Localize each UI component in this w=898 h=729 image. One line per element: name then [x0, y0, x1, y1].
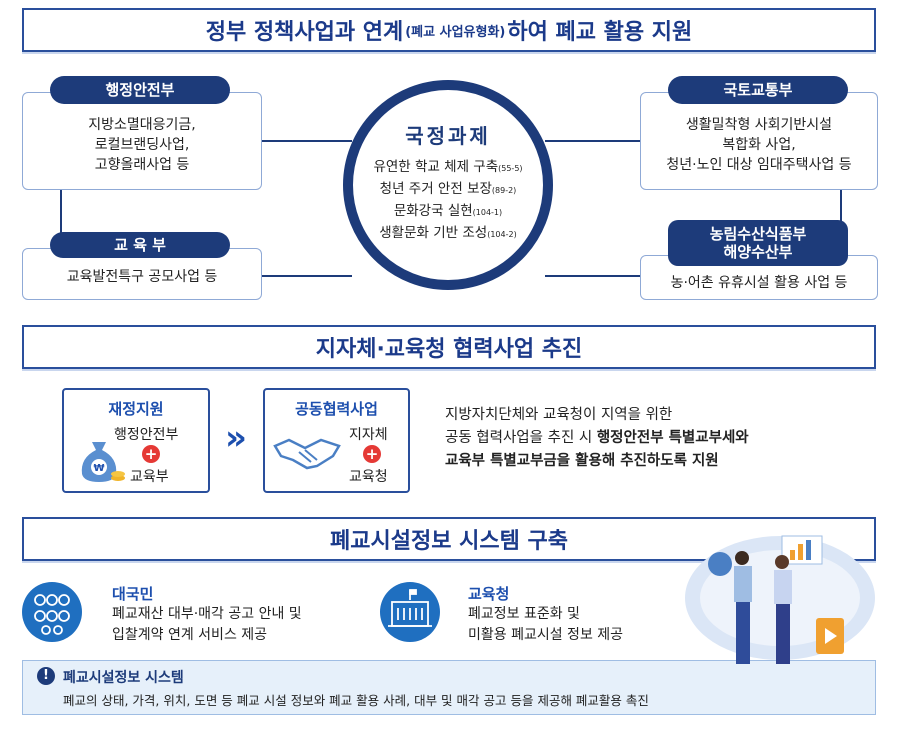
office-title: 교육청	[468, 585, 510, 603]
connector	[545, 140, 640, 142]
label-line: 농림수산식품부	[709, 225, 807, 243]
desc-bold: 행정안전부 특별교부세와	[596, 430, 749, 446]
national-tasks-circle: 국정과제 유연한 학교 체제 구축(55-5) 청년 주거 안전 보장(89-2…	[343, 80, 553, 290]
task-text: 유연한 학교 체제 구축	[373, 159, 499, 175]
task-item: 청년 주거 안전 보장(89-2)	[353, 179, 543, 201]
people-dashboard-illustration	[685, 535, 875, 664]
label-moe: 교 육 부	[50, 232, 230, 258]
chevron-right-icon: »	[225, 418, 247, 458]
connector	[262, 140, 352, 142]
money-bag-icon: ₩	[81, 442, 125, 482]
desc-line: 지방자치단체와 교육청이 지역을 위한	[445, 407, 673, 423]
task-item: 문화강국 실현(104-1)	[353, 201, 543, 223]
desc-text: 공동 협력사업을 추진 시	[445, 430, 597, 446]
title-small: (폐교 사업유형화)	[405, 24, 506, 40]
box-line: 청년·노인 대상 임대주택사업 등	[666, 157, 852, 173]
card-line-b: 교육부	[130, 469, 169, 485]
school-building-icon	[380, 582, 440, 642]
card-title: 공동협력사업	[295, 400, 378, 418]
task-code: (89-2)	[491, 186, 517, 195]
public-line: 폐교재산 대부·매각 공고 안내 및	[112, 606, 302, 622]
connector	[545, 275, 640, 277]
card-line-a: 지자체	[349, 427, 388, 443]
card-title: 재정지원	[108, 400, 164, 418]
handshake-icon	[273, 438, 341, 470]
national-tasks-title: 국정과제	[405, 124, 491, 148]
public-title: 대국민	[112, 585, 154, 603]
label-mois: 행정안전부	[50, 76, 230, 104]
system-note-box: ! 폐교시설정보 시스템 폐교의 상태, 가격, 위치, 도면 등 폐교 시설 …	[22, 660, 876, 715]
ministry-box-mois: 지방소멸대응기금, 로컬브랜딩사업, 고향올래사업 등	[22, 92, 262, 190]
connector	[262, 275, 352, 277]
public-line: 입찰계약 연계 서비스 제공	[112, 627, 268, 643]
note-title: 폐교시설정보 시스템	[63, 670, 184, 686]
desc-line: 교육부 특별교부금을 활용해 추진하도록 지원	[445, 453, 719, 469]
card-line-b: 교육청	[349, 469, 388, 485]
task-code: (55-5)	[498, 164, 523, 173]
card-line-a: 행정안전부	[114, 427, 179, 443]
label-molit: 국토교통부	[668, 76, 848, 104]
box-line: 지방소멸대응기금,	[88, 117, 196, 133]
box-line: 농·어촌 유휴시설 활용 사업 등	[670, 274, 848, 291]
desc-line: 공동 협력사업을 추진 시 행정안전부 특별교부세와	[445, 427, 749, 450]
label-line: 해양수산부	[723, 243, 793, 261]
connector	[840, 190, 842, 225]
task-text: 청년 주거 안전 보장	[379, 181, 492, 197]
cooperation-description: 지방자치단체와 교육청이 지역을 위한 공동 협력사업을 추진 시 행정안전부 …	[445, 404, 749, 473]
ministry-box-molit: 생활밀착형 사회기반시설 복합화 사업, 청년·노인 대상 임대주택사업 등	[640, 92, 878, 190]
people-icon	[22, 582, 82, 642]
task-item: 유연한 학교 체제 구축(55-5)	[353, 157, 543, 179]
alert-icon: !	[37, 667, 55, 685]
note-text: 폐교의 상태, 가격, 위치, 도면 등 폐교 시설 정보와 폐교 활용 사례,…	[63, 693, 649, 708]
card-financial-support: 재정지원 ₩ 행정안전부 + 교육부	[62, 388, 210, 493]
box-line: 고향올래사업 등	[94, 157, 190, 173]
task-text: 문화강국 실현	[393, 203, 473, 219]
task-code: (104-2)	[487, 230, 517, 239]
public-section: 대국민 폐교재산 대부·매각 공고 안내 및 입찰계약 연계 서비스 제공	[112, 583, 302, 646]
label-agri-ocean: 농림수산식품부 해양수산부	[668, 220, 848, 266]
box-line: 로컬브랜딩사업,	[94, 137, 190, 153]
task-item: 생활문화 기반 조성(104-2)	[353, 223, 543, 245]
box-line: 생활밀착형 사회기반시설	[685, 117, 833, 133]
title-policy-link: 정부 정책사업과 연계(폐교 사업유형화)하여 폐교 활용 지원	[22, 8, 876, 52]
svg-text:₩: ₩	[93, 463, 104, 474]
office-section: 교육청 폐교정보 표준화 및 미활용 폐교시설 정보 제공	[468, 583, 623, 646]
task-text: 생활문화 기반 조성	[379, 225, 488, 241]
task-code: (104-1)	[472, 208, 503, 217]
office-line: 미활용 폐교시설 정보 제공	[468, 627, 624, 643]
title-cooperation: 지자체·교육청 협력사업 추진	[22, 325, 876, 369]
plus-icon: +	[142, 445, 160, 463]
box-line: 교육발전특구 공모사업 등	[66, 269, 218, 285]
title-text-b: 하여 폐교 활용 지원	[507, 20, 693, 45]
box-line: 복합화 사업,	[722, 137, 796, 153]
card-joint-project: 공동협력사업 지자체 + 교육청	[263, 388, 410, 493]
title-text-a: 정부 정책사업과 연계	[205, 20, 404, 45]
plus-icon: +	[363, 445, 381, 463]
office-line: 폐교정보 표준화 및	[468, 606, 580, 622]
connector	[60, 190, 62, 235]
